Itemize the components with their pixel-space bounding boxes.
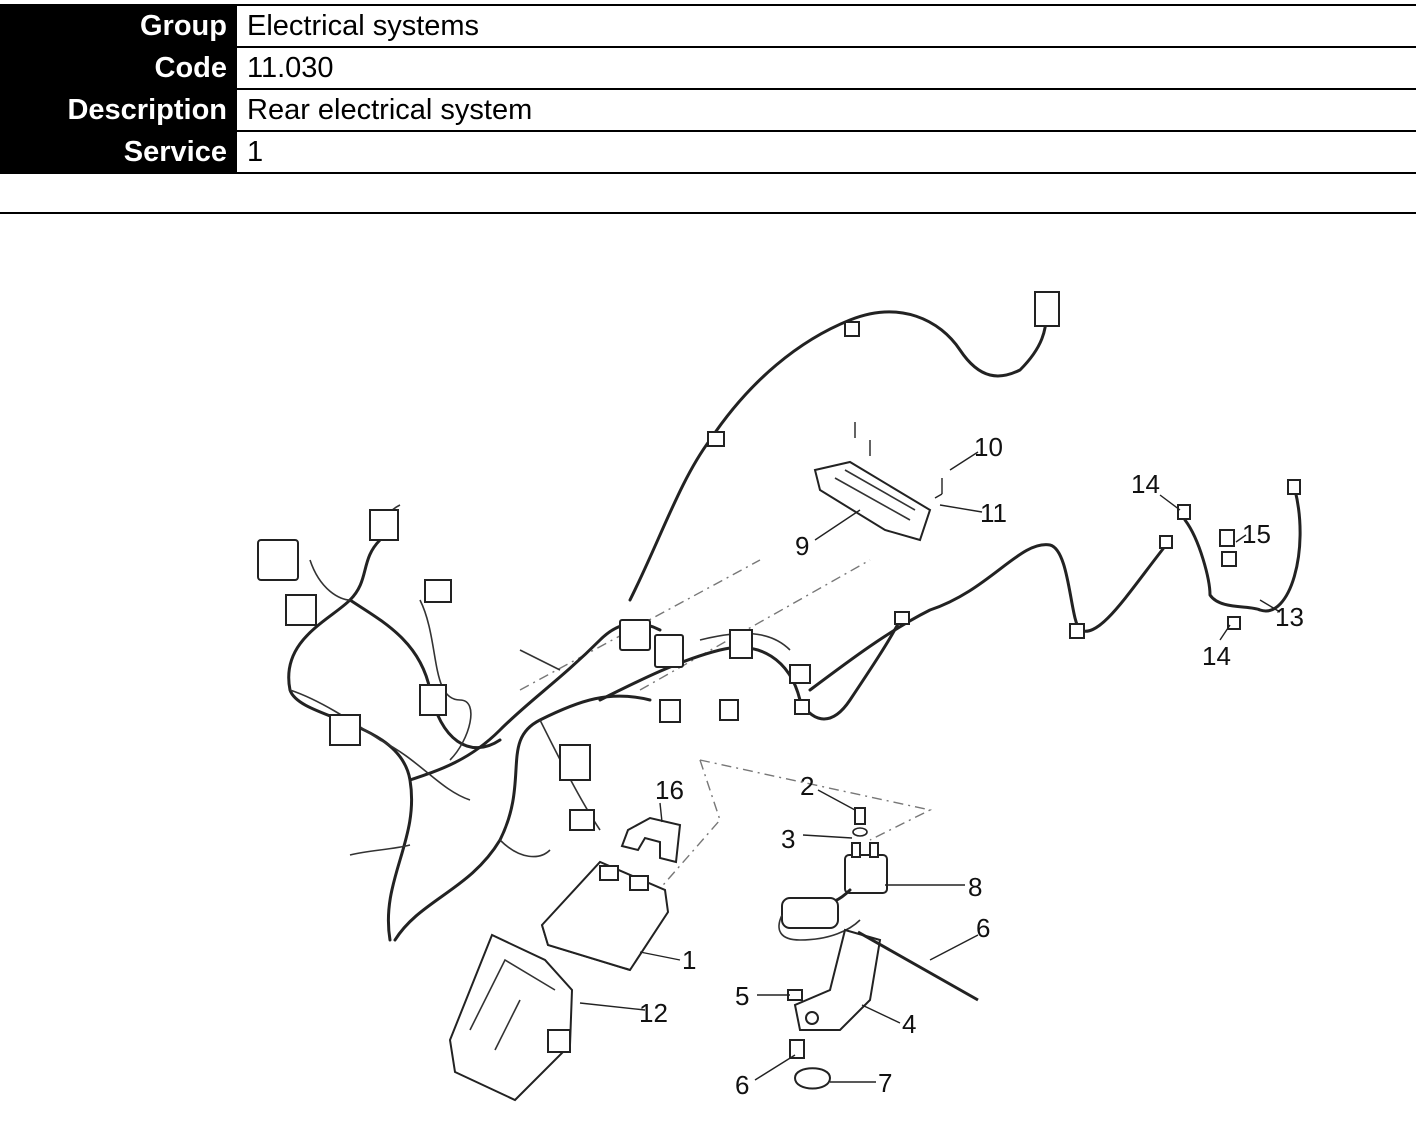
part-6-rod <box>857 930 979 1002</box>
callout-leaders <box>579 451 1281 1083</box>
part-12-battery-tray <box>448 933 574 1102</box>
part-9-control-unit <box>813 422 943 542</box>
description-row: Description Rear electrical system <box>0 88 1416 132</box>
callout-7: 7 <box>878 1068 892 1098</box>
callout-1: 1 <box>682 945 696 975</box>
callout-13: 13 <box>1275 602 1304 632</box>
info-table: Group Electrical systems Code 11.030 Des… <box>0 4 1416 174</box>
code-value: 11.030 <box>235 46 1416 90</box>
callout-10: 10 <box>974 432 1003 462</box>
service-row: Service 1 <box>0 130 1416 174</box>
section-divider <box>0 212 1416 214</box>
callout-12: 12 <box>639 998 668 1028</box>
callout-numbers: 1 2 3 4 5 6 6 7 8 9 10 11 12 13 14 14 15… <box>639 432 1304 1100</box>
group-row: Group Electrical systems <box>0 4 1416 48</box>
description-value: Rear electrical system <box>235 88 1416 132</box>
part-13-earth-cable <box>1177 479 1302 630</box>
part-16-battery-strap <box>620 816 682 864</box>
callout-11: 11 <box>980 498 1007 528</box>
part-7-clamp <box>787 807 868 1090</box>
callout-2: 2 <box>800 771 814 801</box>
callout-5: 5 <box>735 981 749 1011</box>
group-value: Electrical systems <box>235 4 1416 48</box>
exploded-parts-diagram: 1 2 3 4 5 6 6 7 8 9 10 11 12 13 14 14 15… <box>257 291 1304 1102</box>
callout-4: 4 <box>902 1009 916 1039</box>
upper-harness-branch <box>628 291 1060 602</box>
main-wiring-harness <box>257 504 739 942</box>
group-label: Group <box>0 4 236 48</box>
part-1-battery <box>540 860 670 972</box>
callout-3: 3 <box>781 824 795 854</box>
callout-6-clip: 6 <box>735 1070 749 1100</box>
callout-6-rod: 6 <box>976 913 990 943</box>
callout-15: 15 <box>1242 519 1271 549</box>
callout-16: 16 <box>655 775 684 805</box>
relay-fuse-cluster <box>598 618 902 721</box>
assembly-guide-lines <box>519 559 933 901</box>
part-4-bracket <box>793 928 882 1031</box>
part-8-ignition-coil <box>778 842 888 941</box>
code-label: Code <box>0 46 236 90</box>
code-row: Code 11.030 <box>0 46 1416 90</box>
callout-9: 9 <box>795 531 809 561</box>
callout-14-bottom: 14 <box>1202 641 1231 671</box>
service-value: 1 <box>235 130 1416 174</box>
rear-light-cable <box>808 535 1173 692</box>
service-label: Service <box>0 130 236 174</box>
description-label: Description <box>0 88 236 132</box>
callout-8: 8 <box>968 872 982 902</box>
callout-14-top: 14 <box>1131 469 1160 499</box>
